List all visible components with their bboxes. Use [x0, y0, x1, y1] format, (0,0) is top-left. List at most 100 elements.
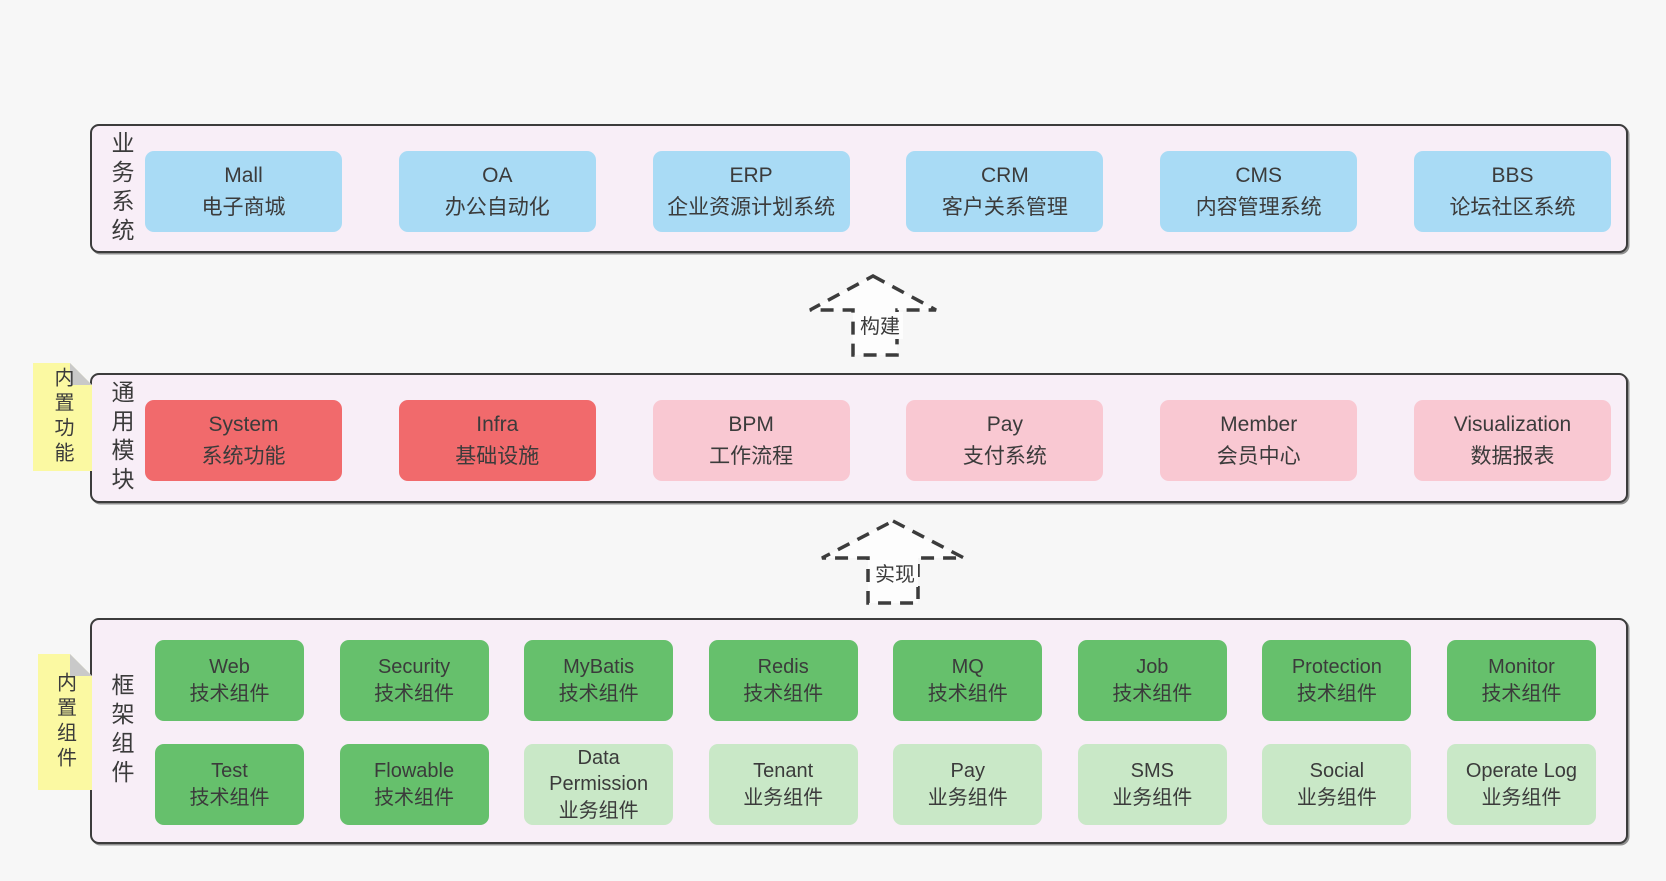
- components-row-1: Web 技术组件 Security 技术组件 MyBatis 技术组件 Redi…: [155, 640, 1596, 721]
- arrow-label-bg: [857, 312, 903, 339]
- layer-label-business: 业务系统: [108, 130, 134, 247]
- box-cms: CMS 内容管理系统: [1160, 151, 1358, 232]
- box-test: Test 技术组件: [155, 744, 304, 825]
- box-subtitle: 工作流程: [709, 444, 794, 468]
- box-title: OA: [482, 164, 513, 187]
- box-bbs: BBS 论坛社区系统: [1413, 151, 1611, 232]
- box-visualization: Visualization 数据报表: [1413, 400, 1611, 481]
- box-protection: Protection 技术组件: [1262, 640, 1412, 721]
- build-arrow-label: 构建: [860, 315, 900, 338]
- box-title: Infra: [476, 413, 519, 436]
- arrow-label-bg: [872, 560, 918, 587]
- box-sms: SMS 业务组件: [1077, 744, 1227, 825]
- box-title: BBS: [1491, 164, 1534, 187]
- box-title: Redis: [757, 656, 809, 679]
- box-oa: OA 办公自动化: [398, 151, 596, 232]
- box-mq: MQ 技术组件: [893, 640, 1043, 721]
- box-redis: Redis 技术组件: [708, 640, 858, 721]
- box-title: ERP: [729, 164, 773, 187]
- box-title: Job: [1136, 656, 1169, 679]
- box-title: Data Permission: [549, 746, 649, 796]
- box-subtitle: 技术组件: [189, 682, 270, 705]
- box-social: Social 业务组件: [1262, 744, 1412, 825]
- box-title: SMS: [1130, 760, 1174, 783]
- box-title: Protection: [1291, 656, 1382, 679]
- box-title: CMS: [1235, 164, 1283, 187]
- business-boxes-row: Mall 电子商城 OA 办公自动化 ERP 企业资源计划系统 CRM 客户关系…: [145, 151, 1611, 232]
- box-title: Operate Log: [1465, 760, 1578, 783]
- box-title: Member: [1220, 413, 1298, 436]
- box-subtitle: 技术组件: [1112, 682, 1193, 705]
- box-system: System 系统功能: [145, 400, 342, 481]
- box-subtitle: 基础设施: [455, 444, 540, 468]
- box-subtitle: 系统功能: [201, 444, 286, 468]
- business-systems-layer: 业务系统 Mall 电子商城 OA 办公自动化 ERP 企业资源计划系统 CRM…: [90, 124, 1628, 253]
- modules-boxes-row: System 系统功能 Infra 基础设施 BPM 工作流程 Pay 支付系统…: [145, 400, 1611, 481]
- box-title: System: [208, 413, 279, 436]
- box-title: Pay: [950, 760, 985, 783]
- box-subtitle: 业务组件: [927, 786, 1008, 809]
- box-subtitle: 技术组件: [374, 682, 455, 705]
- box-title: Pay: [986, 413, 1023, 436]
- box-erp: ERP 企业资源计划系统: [652, 151, 850, 232]
- layer-label-modules: 通用模块: [108, 380, 134, 496]
- box-subtitle: 业务组件: [1112, 786, 1193, 809]
- box-job: Job 技术组件: [1077, 640, 1227, 721]
- box-infra: Infra 基础设施: [398, 400, 596, 481]
- box-web: Web 技术组件: [155, 640, 304, 721]
- implement-arrow-label: 实现: [875, 563, 915, 586]
- implement-arrow: 实现: [821, 519, 965, 605]
- box-subtitle: 技术组件: [189, 786, 270, 809]
- layer-label-components: 框架组件: [108, 673, 134, 789]
- box-title: Flowable: [374, 760, 455, 783]
- box-subtitle: 技术组件: [1296, 682, 1377, 705]
- box-subtitle: 业务组件: [743, 786, 824, 809]
- box-title: Mall: [224, 164, 263, 187]
- box-flowable: Flowable 技术组件: [339, 744, 489, 825]
- box-title: Test: [211, 760, 248, 783]
- box-subtitle: 技术组件: [558, 682, 639, 705]
- box-pay-module: Pay 支付系统: [906, 400, 1104, 481]
- box-pay-component: Pay 业务组件: [893, 744, 1043, 825]
- box-title: Security: [377, 656, 451, 679]
- box-title: Tenant: [753, 760, 814, 783]
- box-title: CRM: [980, 164, 1029, 187]
- sticky-note-built-in-components: 内置组件: [38, 654, 92, 790]
- box-operate-log: Operate Log 业务组件: [1446, 744, 1596, 825]
- sticky-note-built-in-features: 内置功能: [33, 363, 92, 471]
- box-title: Monitor: [1488, 656, 1555, 679]
- box-subtitle: 支付系统: [962, 444, 1047, 468]
- components-row-2: Test 技术组件 Flowable 技术组件 Data Permission …: [155, 744, 1596, 825]
- box-subtitle: 技术组件: [1481, 682, 1562, 705]
- box-subtitle: 内容管理系统: [1195, 195, 1322, 219]
- box-title: Web: [209, 656, 250, 679]
- box-subtitle: 企业资源计划系统: [667, 195, 836, 219]
- box-title: BPM: [728, 413, 774, 436]
- note-text: 内置功能: [51, 367, 73, 467]
- box-subtitle: 业务组件: [1481, 786, 1562, 809]
- box-member: Member 会员中心: [1160, 400, 1358, 481]
- box-subtitle: 论坛社区系统: [1449, 195, 1576, 219]
- box-data-permission: Data Permission 业务组件: [524, 744, 674, 825]
- box-monitor: Monitor 技术组件: [1446, 640, 1596, 721]
- common-modules-layer: 通用模块 System 系统功能 Infra 基础设施 BPM 工作流程 Pay…: [90, 373, 1628, 503]
- box-subtitle: 技术组件: [927, 682, 1008, 705]
- box-subtitle: 办公自动化: [444, 195, 550, 219]
- framework-components-layer: 框架组件 Web 技术组件 Security 技术组件 MyBatis 技术组件…: [90, 618, 1628, 844]
- box-subtitle: 技术组件: [743, 682, 824, 705]
- box-subtitle: 技术组件: [374, 786, 455, 809]
- build-arrow: 构建: [809, 274, 937, 357]
- box-subtitle: 会员中心: [1216, 444, 1301, 468]
- box-tenant: Tenant 业务组件: [708, 744, 858, 825]
- box-title: MQ: [951, 656, 984, 679]
- box-subtitle: 电子商城: [201, 195, 286, 219]
- box-title: Visualization: [1453, 413, 1572, 436]
- box-title: MyBatis: [563, 656, 635, 679]
- box-bpm: BPM 工作流程: [652, 400, 850, 481]
- box-security: Security 技术组件: [339, 640, 489, 721]
- note-text: 内置组件: [53, 672, 76, 772]
- box-mybatis: MyBatis 技术组件: [524, 640, 674, 721]
- box-subtitle: 数据报表: [1470, 444, 1555, 468]
- box-subtitle: 业务组件: [1296, 786, 1377, 809]
- box-crm: CRM 客户关系管理: [906, 151, 1104, 232]
